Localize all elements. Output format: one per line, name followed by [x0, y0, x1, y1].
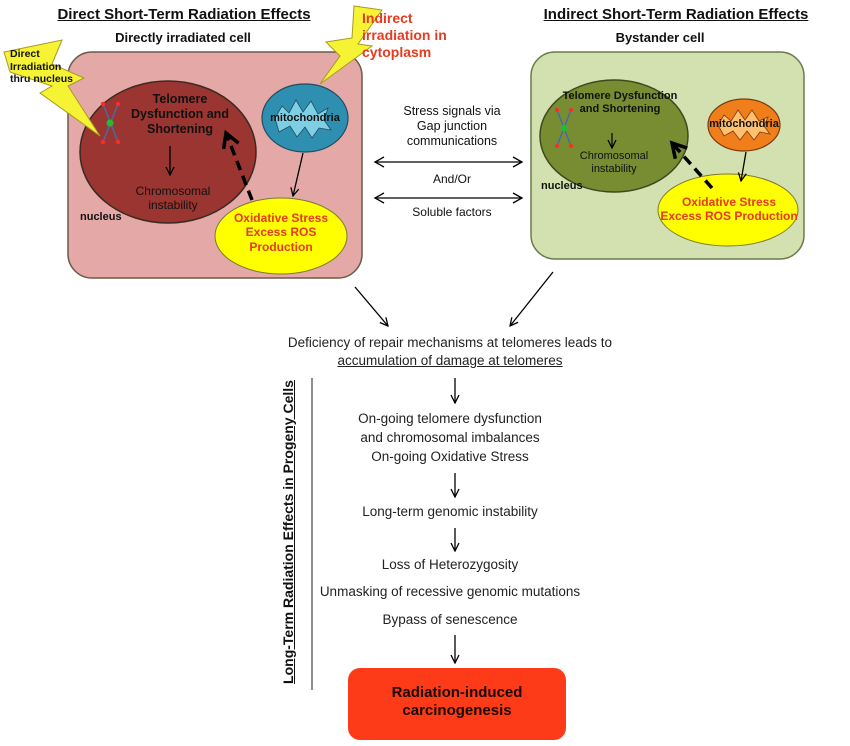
left-ros-ellipse: [214, 197, 348, 275]
right-panel-subheader: Bystander cell: [615, 30, 705, 45]
right-chromosome-icon: [554, 107, 574, 149]
left-cell-to-flow-arrow: [354, 286, 388, 326]
direct-irradiation-bolt-icon: [3, 39, 101, 137]
flow-step2-line2: and chromosomal imbalances: [360, 430, 540, 445]
direct-irradiation-label: Direct Irradiation thru nucleus: [10, 48, 74, 86]
flow-step2-line1: On-going telomere dysfunction: [358, 411, 542, 426]
progeny-side-label: Long-Term Radiation Effects in Progeny C…: [280, 380, 296, 684]
flow-step5: Unmasking of recessive genomic mutations: [319, 584, 581, 599]
right-mitochondria-label: mitochondria: [709, 118, 779, 130]
left-oxidative-label: Oxidative Stress Excess ROS Production: [233, 211, 329, 254]
carcinogenesis-label: Radiation-induced carcinogenesis: [391, 684, 523, 719]
left-ros-to-telomere-dashed-arrow: [221, 129, 254, 201]
flow-step1-line1: Deficiency of repair mechanisms at telom…: [287, 335, 613, 350]
indirect-irradiation-bolt-icon: [319, 5, 383, 85]
right-panel-header: Indirect Short-Term Radiation Effects: [543, 6, 809, 23]
right-chromosomal-label: Chromosomal instability: [579, 150, 649, 176]
right-mitochondria-inner-icon: [717, 109, 771, 141]
left-panel-subheader: Directly irradiated cell: [115, 30, 251, 45]
right-ros-to-telomere-dashed-arrow: [669, 140, 714, 190]
right-mito-to-ros-arrow: [741, 151, 746, 181]
carcinogenesis-box: Radiation-induced carcinogenesis: [348, 668, 566, 740]
left-nucleus-label: nucleus: [80, 211, 122, 223]
right-ros-ellipse: [657, 173, 799, 247]
stress-signals-label: Stress signals via Gap junction communic…: [403, 104, 501, 148]
right-nucleus: [539, 79, 689, 193]
and-or-label: And/Or: [432, 172, 471, 186]
indirect-irradiation-label: Indirect irradiation in cytoplasm: [362, 10, 447, 60]
left-mitochondria-label: mitochondria: [270, 112, 340, 124]
soluble-factors-label: Soluble factors: [412, 205, 492, 219]
right-nucleus-label: nucleus: [541, 180, 583, 192]
left-panel-header: Direct Short-Term Radiation Effects: [57, 6, 311, 23]
left-chromosome-icon: [100, 101, 121, 145]
flow-step2-line3: On-going Oxidative Stress: [371, 449, 529, 464]
flow-step6: Bypass of senescence: [382, 612, 518, 627]
flow-step4: Loss of Heterozygosity: [381, 557, 519, 572]
left-mito-to-ros-arrow: [293, 152, 304, 196]
left-chromosomal-label: Chromosomal instability: [135, 184, 211, 213]
right-oxidative-label: Oxidative Stress Excess ROS Production: [660, 195, 798, 224]
left-mitochondria-inner-icon: [274, 99, 332, 139]
right-cell-to-flow-arrow: [510, 271, 554, 326]
left-telomere-label: Telomere Dysfunction and Shortening: [131, 92, 229, 136]
left-nucleus: [79, 80, 257, 224]
flow-step3: Long-term genomic instability: [362, 504, 538, 519]
flow-step1-line2: accumulation of damage at telomeres: [337, 353, 563, 368]
right-telomere-label: Telomere Dysfunction and Shortening: [562, 90, 678, 116]
